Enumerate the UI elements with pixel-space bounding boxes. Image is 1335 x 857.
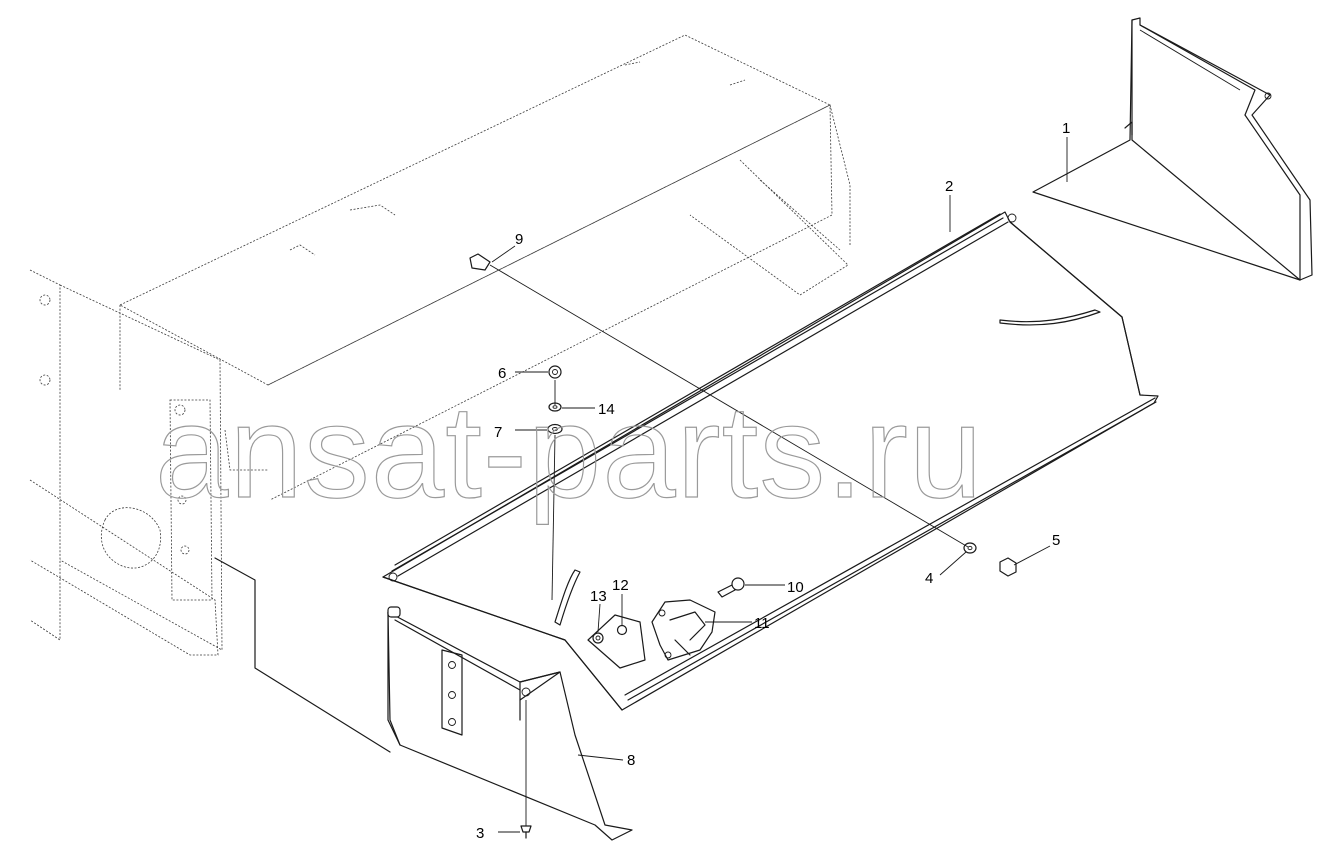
callout-label-4: 4 [925, 570, 933, 587]
callout-label-7: 7 [494, 424, 502, 441]
part-2-main-hood [382, 211, 1159, 711]
callout-leaders [491, 137, 1068, 833]
callout-label-14: 14 [598, 401, 615, 418]
bolt-3 [520, 825, 532, 833]
bolt-10 [717, 584, 736, 598]
part-1-end-deflector [1032, 17, 1313, 281]
washer-7 [547, 423, 563, 435]
callout-label-3: 3 [476, 825, 484, 842]
nut-12 [616, 624, 628, 636]
callout-label-11: 11 [754, 615, 770, 632]
bolt-9 [469, 253, 491, 271]
callout-label-1: 1 [1062, 120, 1070, 137]
callout-label-9: 9 [515, 231, 523, 248]
watermark-text: ansat-parts.ru [155, 378, 983, 525]
washer-4 [963, 542, 977, 554]
side-panel [214, 557, 633, 841]
callout-label-12: 12 [612, 577, 629, 594]
reference-frame [29, 34, 851, 656]
callout-label-13: 13 [590, 588, 607, 605]
hardware [469, 253, 1017, 839]
callout-label-8: 8 [627, 752, 635, 769]
callout-labels: 1 2 3 4 5 6 7 8 9 10 11 12 13 14 [476, 120, 1070, 842]
washer-13 [592, 632, 604, 644]
callout-label-5: 5 [1052, 532, 1060, 549]
latch-bracket [587, 599, 716, 669]
callout-label-2: 2 [945, 178, 953, 195]
nut-5 [999, 557, 1017, 577]
assembly-lines [489, 264, 969, 826]
eye-bolt-6 [548, 365, 562, 379]
callout-label-10: 10 [787, 579, 804, 596]
callout-label-6: 6 [498, 365, 506, 382]
